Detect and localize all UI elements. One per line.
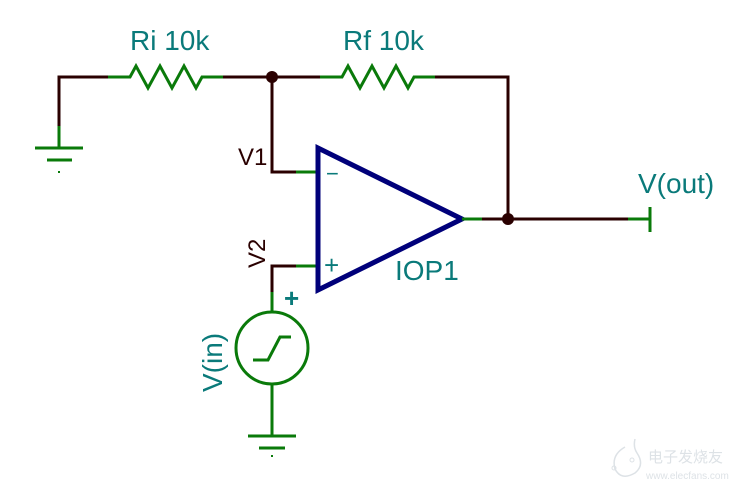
watermark-logo-icon	[611, 438, 642, 477]
wire-ground-left	[57, 75, 108, 126]
watermark-text-cn: 电子发烧友	[648, 449, 723, 466]
wire-feedback	[435, 75, 510, 219]
resistor-rf[interactable]	[320, 62, 435, 92]
vout-label: V(out)	[638, 168, 714, 199]
watermark-text-url: www.elecfans.com	[645, 471, 729, 482]
step-waveform-icon	[253, 335, 291, 362]
voltage-source-vin[interactable]	[234, 292, 310, 436]
opamp-plus-symbol: +	[324, 250, 339, 280]
wire-output	[462, 207, 652, 232]
ground-symbol-bottom	[248, 434, 296, 457]
wire-v1	[270, 77, 318, 174]
opamp-label: IOP1	[395, 255, 459, 286]
vin-label: V(in)	[197, 333, 228, 392]
watermark: 电子发烧友 www.elecfans.com	[611, 438, 729, 482]
rf-label: Rf 10k	[343, 25, 425, 56]
wire-v2	[270, 264, 318, 292]
node-v1-label: V1	[238, 144, 267, 171]
resistor-ri[interactable]	[108, 62, 223, 92]
node-v2-label: V2	[244, 239, 271, 268]
junction-output	[502, 213, 514, 225]
ground-symbol-left	[35, 126, 83, 173]
opamp-iop1[interactable]	[315, 143, 468, 295]
ri-label: Ri 10k	[130, 25, 210, 56]
opamp-minus-symbol: −	[326, 161, 339, 186]
source-plus-symbol: +	[284, 283, 299, 313]
